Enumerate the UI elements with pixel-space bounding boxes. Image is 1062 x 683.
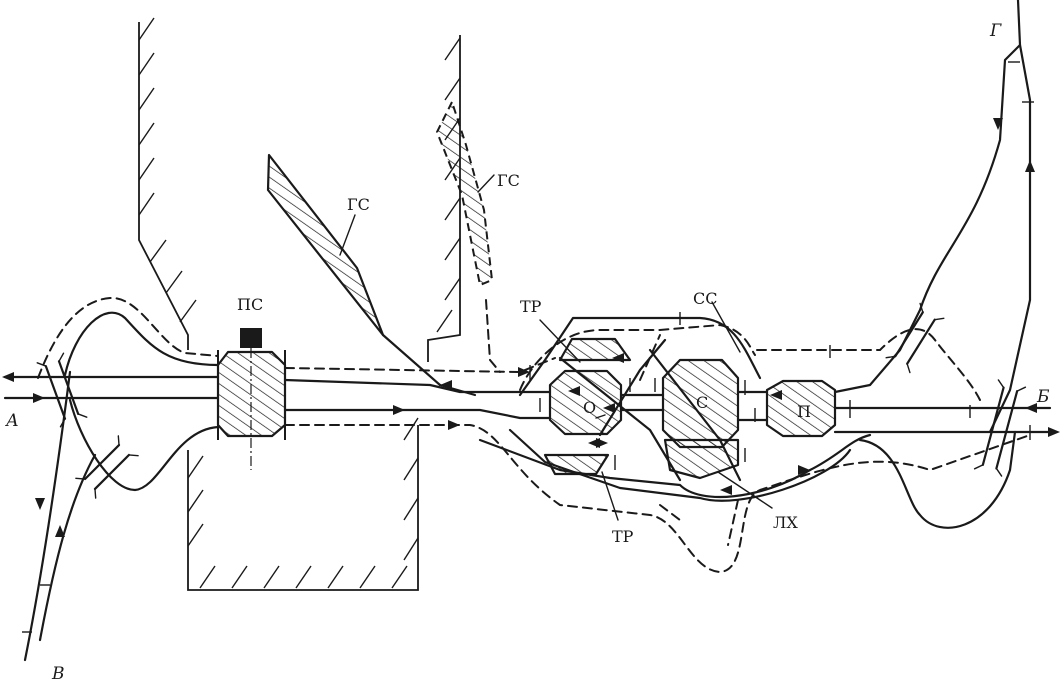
ps-post	[240, 328, 262, 470]
label-gs-right: ГС	[497, 171, 520, 190]
label-ss: СС	[693, 289, 717, 308]
bridge-b	[75, 435, 139, 499]
bridge-d	[973, 379, 1027, 477]
hump-yard-gs-right	[435, 99, 494, 287]
label-dir-v: В	[51, 664, 65, 683]
label-gs-left: ГС	[347, 195, 370, 214]
territory-boundaries	[138, 22, 461, 591]
park-s	[661, 358, 740, 449]
label-dir-b: Б	[1036, 387, 1050, 407]
leader-lines	[339, 174, 773, 521]
label-o: О	[583, 398, 596, 417]
label-ps: ПС	[237, 295, 263, 314]
label-tr-top: ТР	[520, 297, 542, 316]
park-o	[548, 369, 623, 436]
label-dir-a: А	[5, 411, 19, 431]
boundary-hatching	[138, 17, 461, 589]
park-p	[765, 379, 837, 438]
label-lh: ЛХ	[773, 513, 798, 532]
bridge-c	[885, 302, 945, 374]
yard-blocks	[216, 99, 837, 480]
label-tr-bottom: ТР	[612, 527, 634, 546]
label-s: С	[696, 393, 708, 412]
direction-arrows	[2, 118, 1060, 537]
arrow-a-out	[2, 372, 14, 382]
main-tracks	[3, 0, 1057, 662]
arrow-b-in	[1048, 427, 1060, 437]
park-lh	[663, 438, 740, 480]
track-markers	[22, 61, 1034, 633]
hump-yard-gs-left	[266, 153, 385, 337]
bridge-a	[36, 352, 88, 428]
dashed-tracks	[37, 296, 1031, 574]
labels: ГС ГС ПС ТР ТР СС О С П ЛХ А Б В Г	[5, 21, 1050, 683]
arrow-b-out	[1025, 403, 1037, 413]
label-dir-g: Г	[989, 21, 1002, 41]
arrow-a-in	[33, 393, 45, 403]
park-tr-top	[558, 337, 632, 362]
label-p: П	[797, 402, 811, 421]
bridges	[36, 302, 1027, 499]
